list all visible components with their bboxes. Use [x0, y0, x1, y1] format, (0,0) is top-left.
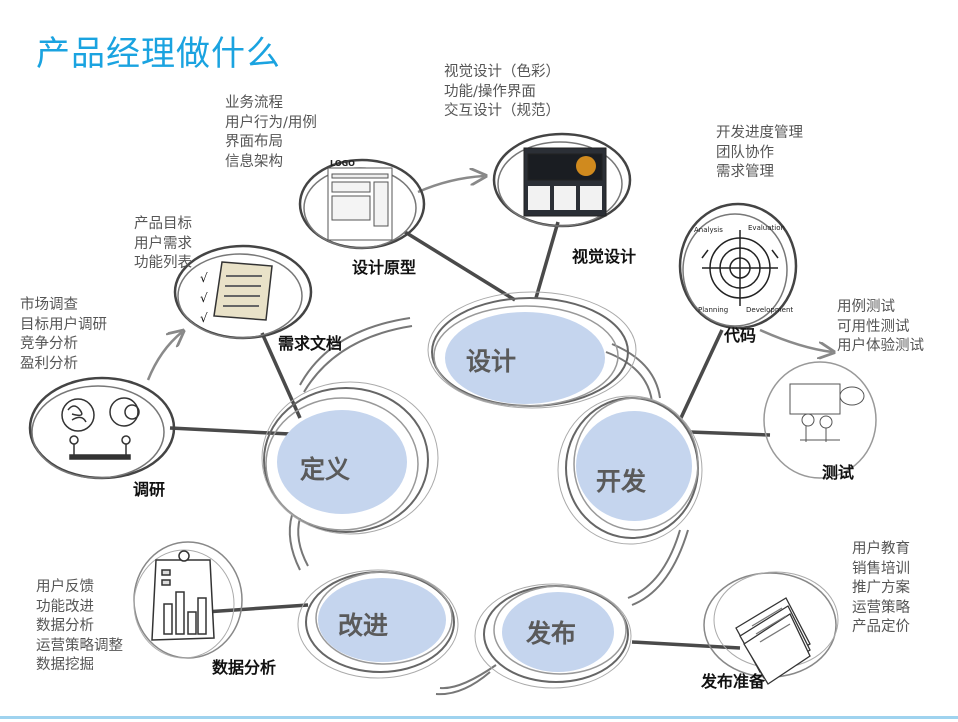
- data-circle: [133, 541, 243, 659]
- connectors: [169, 221, 771, 650]
- research-circle: [28, 376, 176, 480]
- testing-label: 测试: [822, 463, 855, 482]
- phase-release: [474, 583, 632, 689]
- visual-design-item: 视觉设计（色彩）: [444, 64, 560, 80]
- bottom-rule: [0, 716, 958, 719]
- visual-design-thumbnail: [523, 147, 607, 217]
- cycle-development: Development: [746, 306, 793, 314]
- connector-release-prep: [631, 640, 741, 650]
- cycle-arrow-release-improve: [439, 664, 497, 690]
- prototype-items: 业务流程 用户行为/用例 界面布局 信息架构: [225, 94, 317, 172]
- phase-improve: [297, 569, 459, 679]
- visual-design-items: 视觉设计（色彩） 功能/操作界面 交互设计（规范）: [444, 63, 560, 122]
- cycle-planning: Planning: [698, 306, 728, 314]
- visual-design-label: 视觉设计: [572, 247, 637, 266]
- connector-test-develop: [689, 430, 771, 437]
- data-analysis-items: 用户反馈 功能改进 数据分析 运营策略调整 数据挖掘: [36, 578, 123, 676]
- release-prep-item: 用户教育: [852, 541, 910, 557]
- phase-design-label: 设计: [466, 347, 517, 376]
- testing-item: 用户体验测试: [837, 338, 924, 354]
- testing-item: 用例测试: [837, 299, 895, 315]
- check-3: √: [200, 311, 208, 325]
- phase-circles: [261, 291, 703, 689]
- release-prep-items: 用户教育 销售培训 推广方案 运营策略 产品定价: [852, 540, 910, 638]
- research-item: 竞争分析: [20, 336, 78, 352]
- release-prep-label: 发布准备: [701, 672, 766, 691]
- connector-visual-design: [534, 221, 560, 299]
- visual-design-item: 功能/操作界面: [444, 83, 536, 100]
- connector-code-develop: [678, 329, 724, 421]
- cycle-arrow-improve-define: [288, 514, 301, 571]
- phase-define: [261, 381, 439, 535]
- visual-design-item: 交互设计（规范）: [444, 103, 560, 119]
- code-label: 代码: [724, 326, 757, 345]
- visual-circle: [492, 132, 632, 228]
- research-label: 调研: [133, 480, 166, 499]
- prototype-item: 用户行为/用例: [225, 114, 317, 131]
- cycle-arrow-design-develop: [611, 343, 661, 399]
- connector-data-improve: [204, 603, 309, 614]
- code-items: 开发进度管理 团队协作 需求管理: [716, 124, 803, 183]
- arrow-prototype-visual: [417, 176, 484, 194]
- requirements-item: 功能列表: [134, 255, 192, 271]
- prototype-item: 业务流程: [225, 95, 283, 111]
- code-item: 需求管理: [716, 164, 774, 180]
- phase-improve-label: 改进: [338, 611, 389, 640]
- phase-develop: [557, 395, 703, 545]
- testing-sketch-icon: [789, 383, 865, 442]
- code-item: 开发进度管理: [716, 125, 803, 141]
- node-circles: [28, 132, 877, 678]
- cycle-arrow-develop-release: [631, 529, 689, 606]
- release-prep-item: 运营策略: [852, 599, 910, 616]
- check-1: √: [200, 271, 208, 285]
- release-prep-item: 推广方案: [852, 580, 910, 596]
- requirements-item: 产品目标: [134, 216, 192, 232]
- research-item: 盈利分析: [20, 355, 78, 372]
- data-analysis-item: 用户反馈: [36, 579, 94, 595]
- dev-cycle-icon: Analysis Evaluation Planning Development: [694, 224, 793, 314]
- research-items: 市场调查 目标用户调研 竞争分析 盈利分析: [20, 296, 107, 374]
- prototype-item: 界面布局: [225, 134, 283, 150]
- prototype-label: 设计原型: [352, 258, 417, 277]
- requirements-items: 产品目标 用户需求 功能列表: [134, 215, 192, 274]
- testing-item: 可用性测试: [837, 318, 910, 335]
- requirements-doc-label: 需求文档: [278, 334, 343, 353]
- release-prep-item: 销售培训: [852, 560, 910, 577]
- data-analysis-item: 运营策略调整: [36, 637, 123, 654]
- page-title: 产品经理做什么: [36, 34, 281, 74]
- data-analysis-item: 数据挖掘: [36, 657, 94, 673]
- cycle-arrow-define-design: [299, 317, 411, 386]
- connector-prototype-design: [404, 230, 516, 302]
- requirements-item: 用户需求: [134, 235, 192, 252]
- data-analysis-label: 数据分析: [212, 658, 277, 677]
- requirements-doc-icon: √ √ √: [200, 261, 273, 325]
- phase-design: [427, 291, 637, 409]
- test-circle: [763, 361, 877, 479]
- clipboard-chart-icon: [151, 550, 215, 641]
- phase-release-label: 发布: [526, 619, 577, 648]
- code-circle: [678, 202, 798, 330]
- arrow-research-doc: [146, 332, 182, 381]
- cycle-analysis: Analysis: [694, 226, 723, 234]
- wireframe-logo: LOGO: [330, 159, 355, 168]
- code-item: 团队协作: [716, 144, 774, 161]
- check-2: √: [200, 291, 208, 305]
- research-sketch-icon: [61, 397, 140, 460]
- arrow-code-test: [759, 328, 832, 352]
- doc-circle: [173, 244, 313, 340]
- data-analysis-item: 功能改进: [36, 598, 94, 615]
- phase-define-label: 定义: [300, 455, 351, 484]
- phase-develop-label: 开发: [596, 467, 647, 496]
- release-prep-item: 产品定价: [852, 619, 910, 635]
- paper-stack-icon: [735, 597, 811, 685]
- testing-items: 用例测试 可用性测试 用户体验测试: [837, 298, 924, 357]
- wireframe-icon: LOGO: [327, 159, 393, 241]
- prototype-item: 信息架构: [225, 153, 283, 170]
- data-analysis-item: 数据分析: [36, 618, 94, 634]
- research-item: 市场调查: [20, 297, 78, 313]
- cycle-evaluation: Evaluation: [748, 224, 785, 232]
- research-item: 目标用户调研: [20, 316, 107, 333]
